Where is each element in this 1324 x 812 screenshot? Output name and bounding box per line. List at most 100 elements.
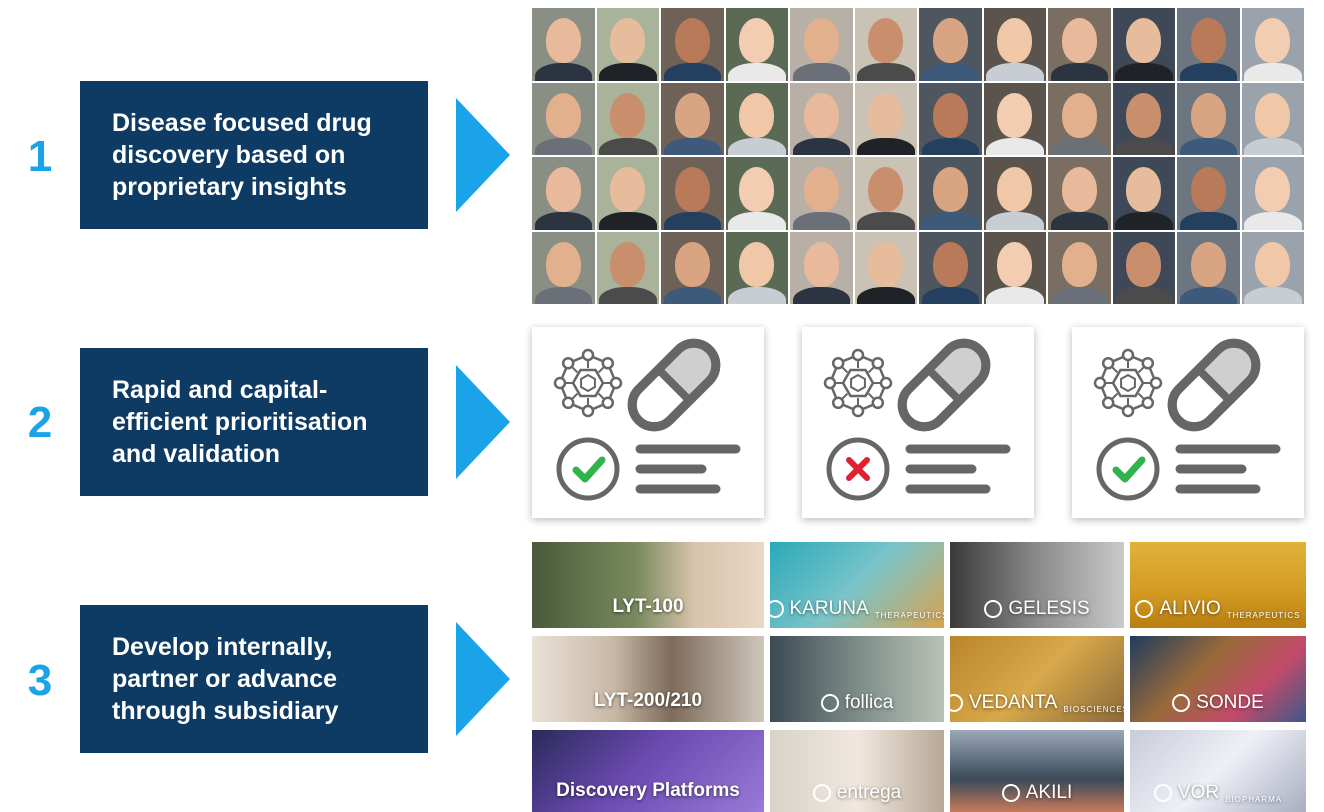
step-number: 3 xyxy=(27,656,53,705)
scientist-portrait xyxy=(919,82,982,155)
scientist-portrait xyxy=(983,231,1046,304)
company-name: VEDANTA xyxy=(968,692,1058,713)
scientist-portrait xyxy=(1112,157,1175,230)
scientist-portrait xyxy=(596,231,659,304)
text-lines-icon xyxy=(1175,444,1281,494)
logo-mark-icon xyxy=(950,694,963,712)
portfolio-tile: entrega xyxy=(770,730,944,812)
company-subtitle: THERAPEUTICS xyxy=(874,611,944,620)
scientist-portrait xyxy=(1048,8,1111,81)
step-text: Develop internally, partner or advance t… xyxy=(112,633,339,725)
validation-card xyxy=(532,327,764,518)
pill-icon xyxy=(1167,338,1261,432)
portfolio-tile: follica xyxy=(770,636,944,722)
scientist-portrait xyxy=(790,8,853,81)
company-logo: VOR BIOPHARMA xyxy=(1153,782,1283,812)
step-box: Develop internally, partner or advance t… xyxy=(80,605,428,753)
portfolio-tile: VOR BIOPHARMA xyxy=(1130,730,1306,812)
scientist-portrait xyxy=(596,157,659,230)
portfolio-tile: LYT-200/210 xyxy=(532,636,764,722)
molecule-icon xyxy=(553,348,623,418)
scientist-portrait xyxy=(919,157,982,230)
company-subtitle: BIOPHARMA xyxy=(1225,795,1283,804)
company-logo: SONDE xyxy=(1172,692,1264,722)
pill-icon xyxy=(897,338,991,432)
scientist-portrait xyxy=(725,231,788,304)
validation-card-graphic xyxy=(553,338,741,501)
scientist-portrait xyxy=(1177,8,1240,81)
molecule-icon xyxy=(823,348,893,418)
scientist-portrait xyxy=(983,82,1046,155)
scientist-portrait xyxy=(532,82,595,155)
logo-mark-icon xyxy=(1135,600,1154,618)
company-logo: AKILI xyxy=(1001,782,1073,812)
scientist-portrait xyxy=(1177,82,1240,155)
scientist-portrait xyxy=(854,157,917,230)
company-name: ALIVIO xyxy=(1159,598,1221,619)
validation-card-graphic xyxy=(823,338,1011,501)
scientist-portrait xyxy=(725,157,788,230)
company-name: entrega xyxy=(836,782,902,803)
scientist-portrait xyxy=(725,8,788,81)
scientist-portrait xyxy=(1048,157,1111,230)
arrow-right-icon xyxy=(456,622,510,736)
logo-mark-icon xyxy=(820,694,839,712)
scientist-portrait xyxy=(532,8,595,81)
scientist-portrait xyxy=(1241,82,1304,155)
scientist-portrait xyxy=(1177,157,1240,230)
validation-card-graphic xyxy=(1093,338,1281,501)
company-logo: ALIVIO THERAPEUTICS xyxy=(1135,598,1300,628)
scientist-portrait xyxy=(854,8,917,81)
scientist-portrait xyxy=(661,157,724,230)
step-text: Rapid and capital-efficient prioritisati… xyxy=(112,376,368,468)
scientist-portrait xyxy=(1241,157,1304,230)
portfolio-tile: Discovery Platforms xyxy=(532,730,764,812)
company-name: AKILI xyxy=(1025,782,1073,803)
scientist-portrait xyxy=(854,231,917,304)
scientist-portrait xyxy=(532,231,595,304)
logo-mark-icon xyxy=(984,600,1003,618)
portfolio-tile: SONDE xyxy=(1130,636,1306,722)
scientist-portrait xyxy=(1048,231,1111,304)
scientist-portrait xyxy=(661,82,724,155)
scientist-portrait xyxy=(790,82,853,155)
scientist-portrait xyxy=(790,157,853,230)
logo-mark-icon xyxy=(1172,694,1191,712)
program-label: LYT-100 xyxy=(612,596,684,617)
arrow-right-icon xyxy=(456,365,510,479)
scientist-portrait xyxy=(1241,231,1304,304)
scientist-portrait xyxy=(661,8,724,81)
scientist-portrait xyxy=(790,231,853,304)
pill-icon xyxy=(627,338,721,432)
scientist-portrait xyxy=(661,231,724,304)
scientist-portrait xyxy=(725,82,788,155)
x-icon xyxy=(826,437,890,501)
company-logo: GELESIS xyxy=(984,598,1090,628)
program-label: Discovery Platforms xyxy=(556,780,740,801)
scientist-portrait-grid xyxy=(532,8,1304,304)
company-subtitle: THERAPEUTICS xyxy=(1226,611,1301,620)
scientist-portrait xyxy=(1177,231,1240,304)
scientist-portrait xyxy=(1112,231,1175,304)
step-text: Disease focused drug discovery based on … xyxy=(112,109,372,201)
portfolio-tile: GELESIS xyxy=(950,542,1124,628)
scientist-portrait xyxy=(532,157,595,230)
scientist-portrait xyxy=(596,82,659,155)
company-name: SONDE xyxy=(1196,692,1264,713)
molecule-icon xyxy=(1093,348,1163,418)
scientist-portrait xyxy=(983,157,1046,230)
scientist-portrait xyxy=(919,8,982,81)
scientist-portrait xyxy=(983,8,1046,81)
company-name: VOR xyxy=(1177,782,1220,803)
step-number: 1 xyxy=(27,132,53,181)
text-lines-icon xyxy=(635,444,741,494)
company-logo: follica xyxy=(820,692,893,722)
validation-card xyxy=(802,327,1034,518)
logo-mark-icon xyxy=(770,600,784,618)
text-lines-icon xyxy=(905,444,1011,494)
